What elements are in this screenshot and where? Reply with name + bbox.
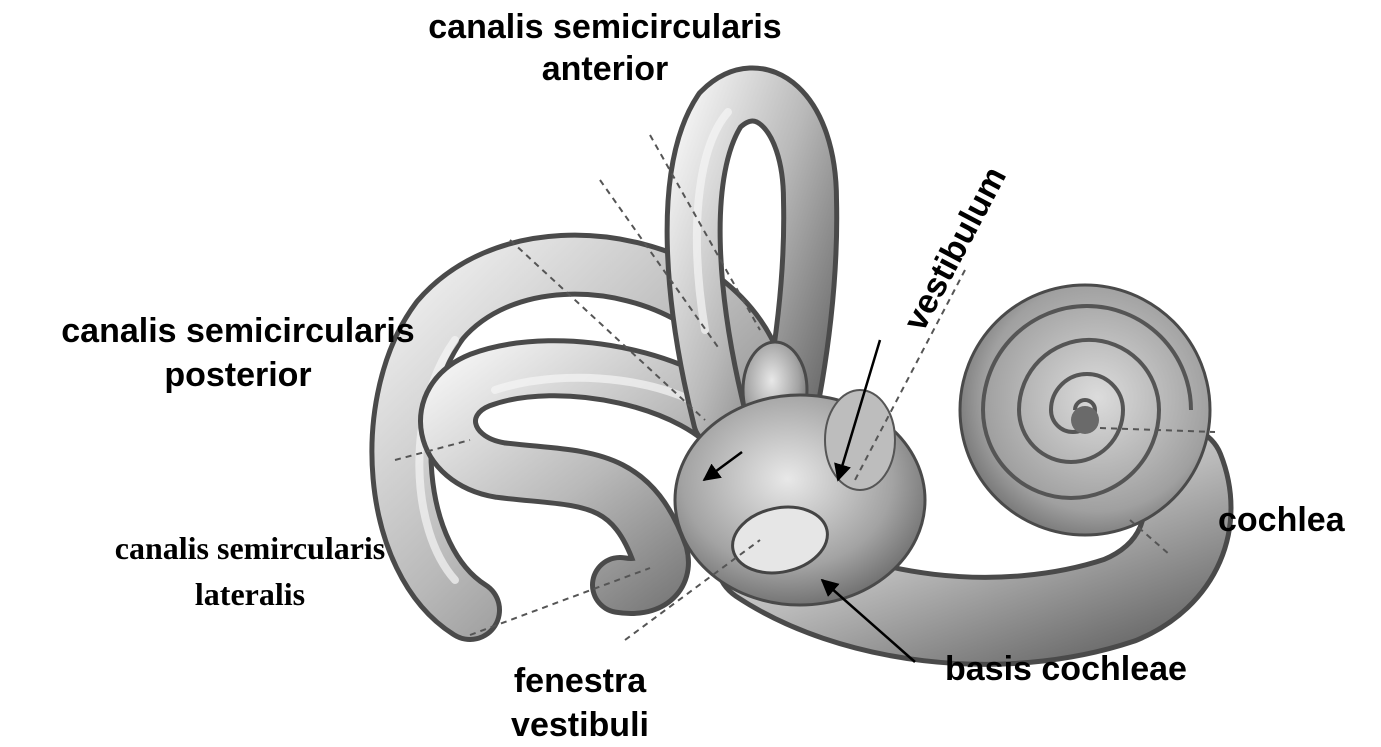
label-fenestra-vestibuli: fenestra vestibuli	[450, 664, 710, 742]
label-basis-cochleae: basis cochleae	[945, 652, 1187, 686]
cochlea-spiral-shape	[960, 285, 1210, 535]
label-canalis-anterior-line1: canalis semicircularis	[385, 10, 825, 44]
label-canalis-lateralis-line1: canalis semircularis	[60, 532, 440, 564]
label-canalis-posterior-line1: canalis semicircularis	[8, 314, 468, 348]
label-fenestra-line2: vestibuli	[450, 708, 710, 742]
label-canalis-anterior: canalis semicircularis anterior	[385, 10, 825, 86]
label-canalis-anterior-line2: anterior	[385, 52, 825, 86]
label-cochlea: cochlea	[1218, 503, 1345, 537]
label-canalis-lateralis-line2: lateralis	[60, 578, 440, 610]
anterior-canal-shape	[694, 94, 811, 438]
label-canalis-posterior-line2: posterior	[8, 358, 468, 392]
label-fenestra-line1: fenestra	[450, 664, 710, 698]
label-canalis-posterior: canalis semicircularis posterior	[8, 314, 468, 392]
label-canalis-lateralis: canalis semircularis lateralis	[60, 532, 440, 610]
